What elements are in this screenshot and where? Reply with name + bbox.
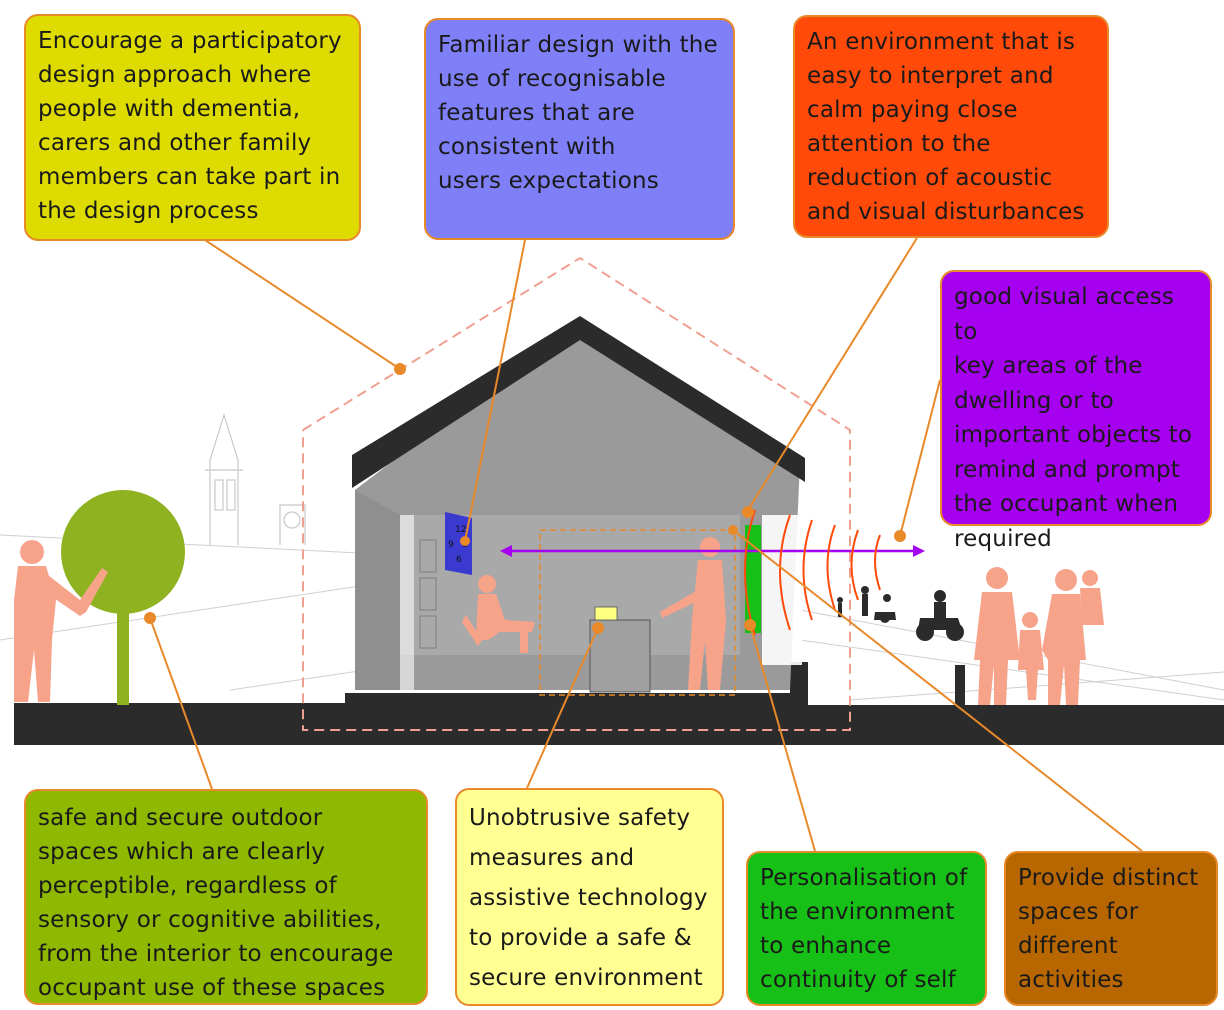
- seated-person: [462, 575, 535, 653]
- connector-dots: [144, 363, 906, 634]
- callout-familiar-text: Familiar design with the use of recognis…: [438, 32, 718, 194]
- callout-calm-environment: An environment that is easy to interpret…: [793, 15, 1109, 238]
- acoustic-arcs: [744, 509, 881, 636]
- callout-visual-access: good visual access to key areas of the d…: [940, 270, 1212, 552]
- callout-distinct-text: Provide distinct spaces for different ac…: [1018, 865, 1199, 993]
- callout-participatory-design: Encourage a participatory design approac…: [24, 14, 361, 241]
- ground-slab: [14, 662, 1224, 745]
- connector-lines: [149, 237, 1143, 852]
- callout-personalisation: Personalisation of the environment to en…: [746, 851, 987, 1006]
- family: [974, 567, 1104, 705]
- callout-familiar-design: Familiar design with the use of recognis…: [424, 18, 735, 240]
- callout-outdoor-text: safe and secure outdoor spaces which are…: [38, 805, 394, 1001]
- table: [589, 606, 651, 693]
- roof: [352, 316, 805, 488]
- svg-text:9: 9: [448, 540, 454, 550]
- gardener: [14, 540, 108, 702]
- callout-calm-text: An environment that is easy to interpret…: [807, 29, 1085, 225]
- callout-participatory-text: Encourage a participatory design approac…: [38, 28, 342, 224]
- visual-access-arrow: [500, 545, 925, 557]
- tree: [61, 490, 185, 705]
- perspective-lines: [0, 534, 1224, 701]
- callout-personalisation-text: Personalisation of the environment to en…: [760, 865, 968, 993]
- callout-safety-measures: Unobtrusive safety measures and assistiv…: [455, 788, 724, 1006]
- distant-figures: [837, 586, 964, 641]
- callout-visual-access-text: good visual access to key areas of the d…: [954, 284, 1193, 552]
- callout-distinct-spaces: Provide distinct spaces for different ac…: [1004, 851, 1218, 1006]
- svg-text:12: 12: [455, 525, 466, 535]
- callout-safety-text: Unobtrusive safety measures and assistiv…: [469, 805, 708, 991]
- church-outline: [205, 412, 306, 545]
- dashed-boundary: [302, 256, 851, 731]
- svg-text:6: 6: [456, 555, 462, 565]
- callout-outdoor-spaces: safe and secure outdoor spaces which are…: [24, 789, 428, 1005]
- wall-panels: [419, 539, 437, 649]
- left-wall-face: [355, 490, 400, 690]
- left-window: [400, 515, 414, 690]
